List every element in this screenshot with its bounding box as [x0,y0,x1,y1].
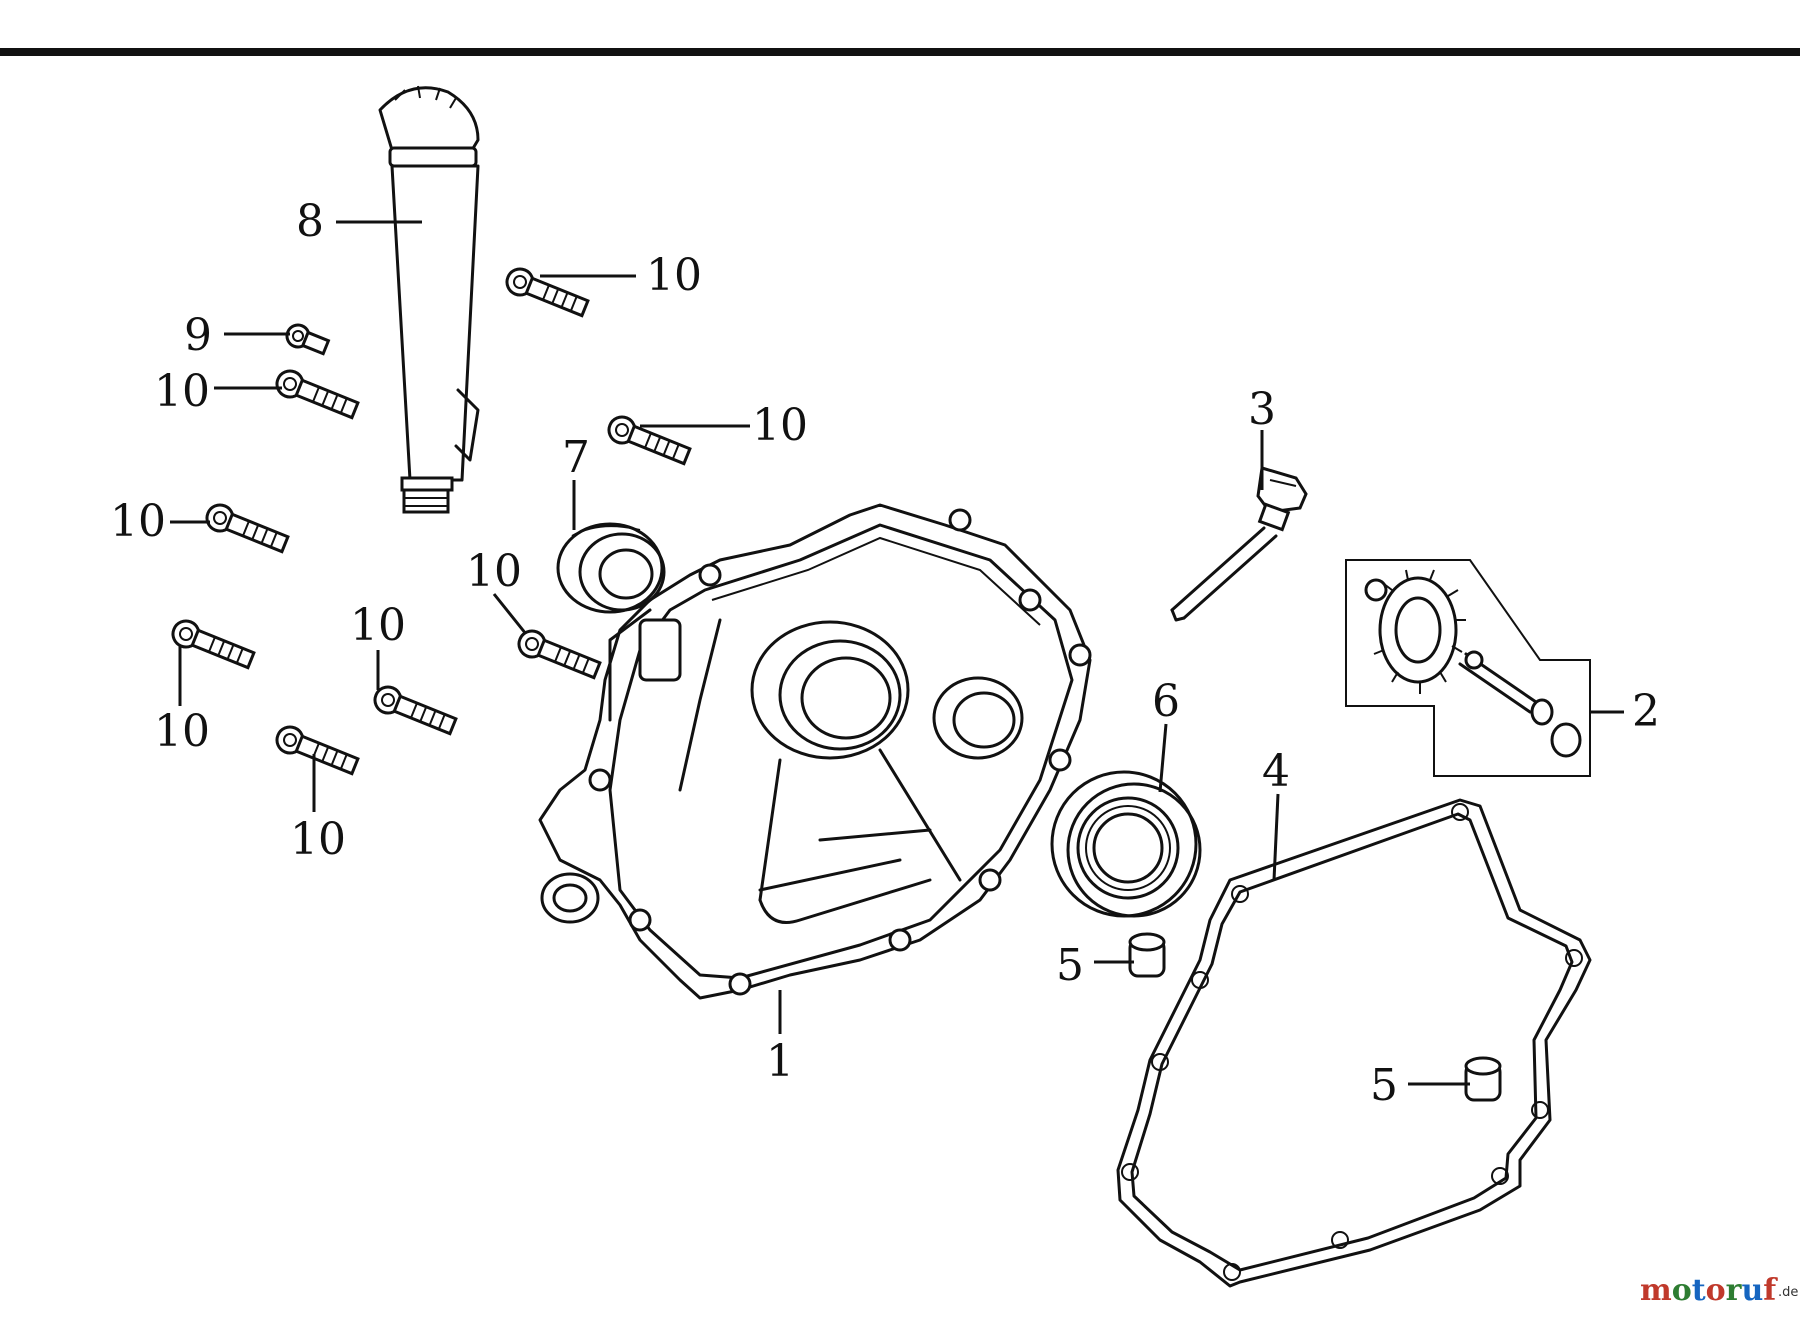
callout-5: 5 [1056,940,1084,991]
dowel-pin-part [1128,932,1166,978]
callout-9: 9 [184,310,212,361]
callout-10: 10 [646,250,702,301]
watermark-letter: o [1672,1273,1692,1308]
bolt-part [171,619,256,670]
bolt-part [373,685,458,736]
callout-10: 10 [350,600,406,651]
watermark-letter: f [1763,1273,1778,1308]
top-rule [0,48,1800,56]
motoruf-watermark: motoruf .de [1640,1273,1798,1308]
leader-10e [492,593,528,635]
watermark-letter: u [1741,1273,1763,1308]
bolt-part [517,629,602,680]
oil-seal-part [556,522,666,614]
oil-filler-tube-part [378,85,480,514]
dipstick-part [1170,466,1308,622]
dowel-pin-part [1464,1056,1502,1102]
watermark-letter: m [1640,1273,1672,1308]
callout-7: 7 [562,432,590,483]
watermark-letter: t [1692,1273,1706,1308]
bolt-part [275,725,360,776]
callout-labels: 8 10 9 10 10 7 10 10 10 10 10 3 2 6 4 5 … [110,196,1660,1111]
leader-6 [1158,723,1168,793]
bolt-part [607,415,692,466]
callout-10: 10 [466,546,522,597]
callout-4: 4 [1262,746,1290,797]
bolt-part [275,369,360,420]
small-bolt-part [285,323,331,356]
watermark-letter: o [1706,1273,1726,1308]
callout-6: 6 [1152,676,1180,727]
callout-5: 5 [1370,1060,1398,1111]
leader-lines [170,220,1624,1086]
callout-10: 10 [290,814,346,865]
crankcase-cover-part [538,503,1092,1000]
bearing-part [1050,770,1202,918]
bolt-part [505,267,590,318]
callout-10: 10 [752,400,808,451]
callout-10: 10 [110,496,166,547]
callout-1: 1 [766,1036,794,1087]
oil-pump-assembly-part [1345,559,1591,777]
bolt-part [205,503,290,554]
watermark-suffix: .de [1778,1285,1798,1300]
callout-8: 8 [296,196,324,247]
svg-text:motoruf: motoruf [1640,1273,1778,1308]
watermark-letter: r [1726,1273,1743,1308]
callout-3: 3 [1248,384,1276,435]
callout-2: 2 [1632,686,1660,737]
callout-10: 10 [154,706,210,757]
gasket-part [1116,798,1592,1288]
callout-10: 10 [154,366,210,417]
leader-4 [1272,793,1280,881]
